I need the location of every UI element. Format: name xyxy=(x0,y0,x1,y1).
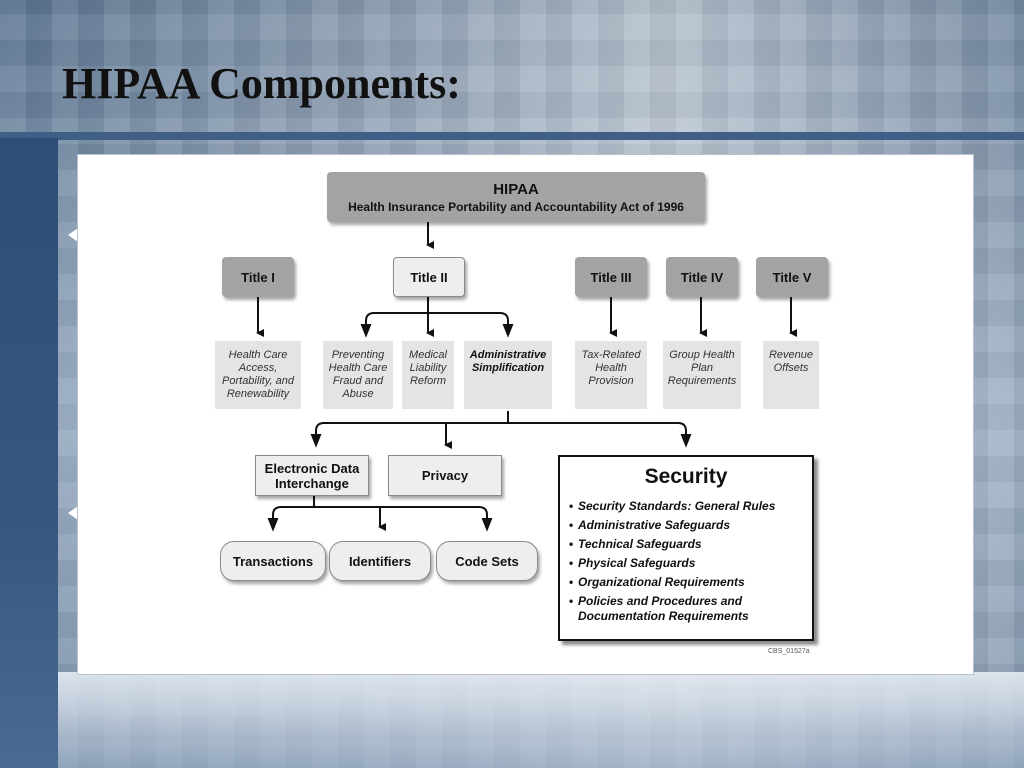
arrowhead xyxy=(481,518,493,532)
title-4-box: Title IV xyxy=(666,257,738,297)
arrowhead xyxy=(360,324,372,338)
security-box: Security Security Standards: General Rul… xyxy=(558,455,814,641)
left-accent-band xyxy=(0,138,58,768)
title-5-detail: Revenue Offsets xyxy=(763,341,819,409)
code-sets-box: Code Sets xyxy=(436,541,538,581)
title-5-box: Title V xyxy=(756,257,828,297)
edi-box: Electronic Data Interchange xyxy=(255,455,369,496)
title-1-box: Title I xyxy=(222,257,294,297)
security-item: Physical Safeguards xyxy=(569,556,812,571)
root-title: HIPAA xyxy=(493,180,539,198)
title-4-detail: Group Health Plan Requirements xyxy=(663,341,741,409)
arrowhead xyxy=(310,434,322,448)
security-item: Technical Safeguards xyxy=(569,537,812,552)
bottom-band xyxy=(58,672,1024,768)
title-2-detail-liability: Medical Liability Reform xyxy=(402,341,454,409)
connector-lines xyxy=(256,222,797,532)
security-item: Organizational Requirements xyxy=(569,575,812,590)
identifiers-box: Identifiers xyxy=(329,541,431,581)
bullet-arrow-icon xyxy=(68,228,78,242)
figure-code: CBS_01527a xyxy=(768,648,810,655)
arrowhead xyxy=(267,518,279,532)
hipaa-root-box: HIPAA Health Insurance Portability and A… xyxy=(327,172,705,222)
security-item: Security Standards: General Rules xyxy=(569,499,812,514)
security-items: Security Standards: General Rules Admini… xyxy=(560,499,812,624)
privacy-box: Privacy xyxy=(388,455,502,496)
title-2-detail-fraud: Preventing Health Care Fraud and Abuse xyxy=(323,341,393,409)
arrowhead xyxy=(502,324,514,338)
security-title: Security xyxy=(644,465,728,488)
slide-title: HIPAA Components: xyxy=(62,59,461,108)
title-2-box: Title II xyxy=(393,257,465,297)
connector-title2-branch xyxy=(365,312,509,333)
title-1-detail: Health Care Access, Portability, and Ren… xyxy=(215,341,301,409)
connector-admin-branch xyxy=(315,422,687,443)
arrowhead xyxy=(680,434,692,448)
security-item: Policies and Procedures and Documentatio… xyxy=(569,594,812,624)
title-3-detail: Tax-Related Health Provision xyxy=(575,341,647,409)
root-subtitle: Health Insurance Portability and Account… xyxy=(348,199,684,214)
header-divider xyxy=(0,132,1024,140)
security-item: Administrative Safeguards xyxy=(569,518,812,533)
transactions-box: Transactions xyxy=(220,541,326,581)
title-2-detail-admin-simplification: Administrative Simplification xyxy=(464,341,552,409)
title-3-box: Title III xyxy=(575,257,647,297)
bullet-arrow-icon xyxy=(68,506,78,520)
hipaa-diagram-panel: HIPAA Health Insurance Portability and A… xyxy=(77,154,974,675)
